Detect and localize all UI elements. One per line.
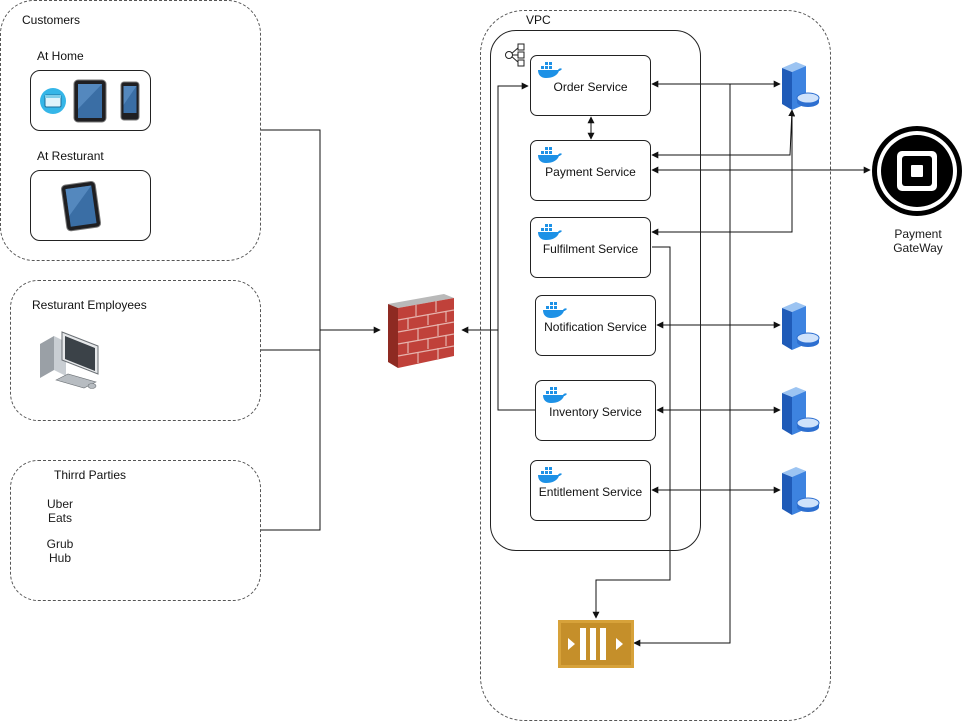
order-service-label: Order Service <box>553 80 628 94</box>
entitlement-service-label: Entitlement Service <box>538 485 643 499</box>
restaurant-employees-label: Resturant Employees <box>32 298 147 312</box>
database-icon <box>782 62 820 110</box>
docker-icon <box>543 302 567 318</box>
vpc-label: VPC <box>526 13 551 27</box>
docker-icon <box>538 62 562 78</box>
tablet-icon <box>73 79 107 123</box>
docker-icon <box>538 147 562 163</box>
payment-service-label: Payment Service <box>545 165 636 179</box>
customers-group <box>0 0 261 261</box>
inventory-service-box[interactable]: Inventory Service <box>535 380 656 441</box>
third-parties-label: Thirrd Parties <box>54 468 127 482</box>
browser-icon <box>40 88 66 114</box>
phone-icon <box>120 81 140 121</box>
restaurant-employees-group <box>10 280 261 421</box>
network-node-icon <box>505 43 525 67</box>
inventory-service-label: Inventory Service <box>549 405 642 419</box>
firewall-icon <box>388 294 455 368</box>
docker-icon <box>538 467 562 483</box>
fulfilment-service-label: Fulfilment Service <box>542 242 639 256</box>
at-home-label: At Home <box>37 49 84 63</box>
database-icon <box>782 387 820 435</box>
docker-icon <box>543 387 567 403</box>
order-service-box[interactable]: Order Service <box>530 55 651 116</box>
grub-hub-label: Grub Hub <box>46 537 74 565</box>
desktop-computer-icon <box>40 331 99 389</box>
database-icon <box>782 302 820 350</box>
queue-icon <box>558 620 634 668</box>
at-restaurant-devices-box <box>30 170 151 241</box>
payment-gateway-label: Payment GateWay <box>893 227 943 255</box>
entitlement-service-box[interactable]: Entitlement Service <box>530 460 651 521</box>
notification-service-label: Notification Service <box>544 320 647 334</box>
services-cluster-box <box>490 30 701 551</box>
at-restaurant-label: At Resturant <box>37 149 104 163</box>
fulfilment-service-box[interactable]: Fulfilment Service <box>530 217 651 278</box>
notification-service-box[interactable]: Notification Service <box>535 295 656 356</box>
customers-label: Customers <box>22 13 81 27</box>
payment-service-box[interactable]: Payment Service <box>530 140 651 201</box>
tablet-icon <box>60 181 102 232</box>
database-icon <box>782 467 820 515</box>
docker-icon <box>538 224 562 240</box>
uber-eats-label: Uber Eats <box>46 497 73 525</box>
at-home-devices-box <box>30 70 151 131</box>
square-payment-icon <box>872 126 962 216</box>
third-parties-group <box>10 460 261 601</box>
